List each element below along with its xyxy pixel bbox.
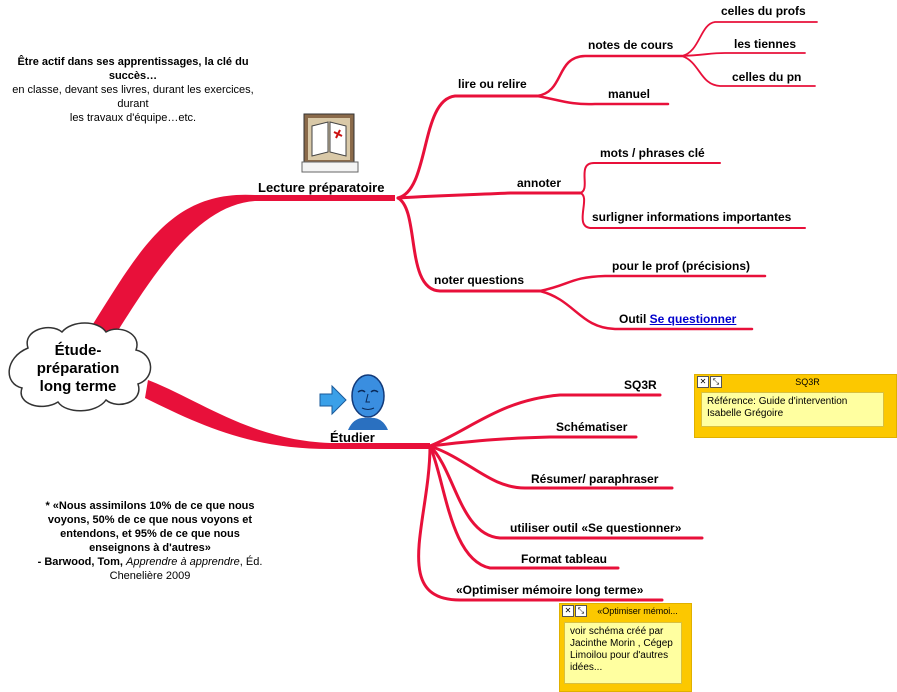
- trunk-etudier: [145, 380, 430, 449]
- central-line-2: préparation: [36, 360, 120, 377]
- open-book-icon: [300, 112, 360, 174]
- central-topic-text: Étude- préparation long terme: [2, 342, 154, 396]
- annoter-label[interactable]: annoter: [517, 176, 562, 190]
- central-line-3: long terme: [39, 378, 117, 395]
- link-noter: [396, 196, 542, 293]
- link-manuel: [535, 94, 670, 106]
- etudier-child-3[interactable]: Résumer/ paraphraser: [531, 472, 659, 486]
- student-head-icon: [318, 372, 390, 430]
- intro-line-2: en classe, devant ses livres, durant les…: [12, 84, 254, 110]
- note-sq3r[interactable]: ✕ ⤡ SQ3R Référence: Guide d'intervention…: [694, 374, 897, 438]
- link-outil-se-questionner: [428, 444, 704, 540]
- note-sq3r-title: SQ3R: [795, 377, 820, 387]
- manuel-label[interactable]: manuel: [608, 87, 651, 101]
- resize-icon[interactable]: ⤡: [710, 376, 722, 388]
- close-icon[interactable]: ✕: [562, 605, 574, 617]
- etudier-child-6[interactable]: «Optimiser mémoire long terme»: [456, 583, 644, 597]
- link-annoter: [396, 191, 582, 200]
- note-sq3r-titlebar: ✕ ⤡ SQ3R: [695, 375, 896, 389]
- note-optimiser-body: voir schéma créé par Jacinthe Morin , Cé…: [564, 622, 682, 684]
- note-optimiser-line-4: idées...: [570, 662, 603, 673]
- central-line-1: Étude-: [54, 342, 102, 359]
- lire-label[interactable]: lire ou relire: [458, 77, 527, 91]
- trunk-lecture: [88, 194, 395, 340]
- note-sq3r-line-2: Isabelle Grégoire: [707, 408, 784, 419]
- note-optimiser-line-2: Jacinthe Morin , Cégep: [570, 638, 673, 649]
- note-sq3r-line-1: Référence: Guide d'intervention: [707, 396, 848, 407]
- link-celles-pn: [681, 55, 816, 87]
- etudier-label[interactable]: Étudier: [330, 430, 375, 445]
- outil-label[interactable]: Outil Se questionner: [619, 312, 736, 326]
- link-resumer: [428, 444, 674, 490]
- quote-publisher: , Éd. Chenelière 2009: [109, 556, 263, 582]
- quote-text: * «Nous assimilons 10% de ce que nous vo…: [45, 500, 255, 554]
- se-questionner-link[interactable]: Se questionner: [649, 312, 737, 326]
- link-schematiser: [428, 435, 638, 448]
- resize-icon[interactable]: ⤡: [575, 605, 587, 617]
- annoter-child-2[interactable]: surligner informations importantes: [592, 210, 792, 224]
- note-optimiser-titlebar: ✕ ⤡ «Optimiser mémoi...: [560, 604, 691, 618]
- link-mots: [579, 161, 721, 194]
- link-optimiser: [417, 444, 664, 602]
- outil-prefix: Outil: [619, 312, 650, 326]
- intro-text: Être actif dans ses apprentissages, la c…: [8, 55, 258, 125]
- link-format-tableau: [428, 444, 620, 570]
- etudier-child-4[interactable]: utiliser outil «Se questionner»: [510, 521, 682, 535]
- notes-label[interactable]: notes de cours: [588, 38, 674, 52]
- etudier-child-2[interactable]: Schématiser: [556, 420, 628, 434]
- link-prof: [538, 274, 767, 293]
- noter-label[interactable]: noter questions: [434, 273, 525, 287]
- cloud-shape: [8, 322, 152, 412]
- etudier-child-1[interactable]: SQ3R: [624, 378, 657, 392]
- intro-line-3: les travaux d'équipe…etc.: [69, 112, 197, 124]
- quote-block: * «Nous assimilons 10% de ce que nous vo…: [30, 499, 270, 583]
- note-child-3[interactable]: celles du pn: [732, 70, 802, 84]
- link-lire: [396, 94, 539, 200]
- close-icon[interactable]: ✕: [697, 376, 709, 388]
- link-sq3r: [428, 393, 662, 448]
- note-child-2[interactable]: les tiennes: [734, 37, 797, 51]
- note-sq3r-body: Référence: Guide d'intervention Isabelle…: [701, 392, 884, 427]
- note-optimiser-line-1: voir schéma créé par: [570, 626, 664, 637]
- lecture-label[interactable]: Lecture préparatoire: [258, 180, 385, 195]
- etudier-child-5[interactable]: Format tableau: [521, 552, 608, 566]
- note-optimiser-line-3: Limoilou pour d'autres: [570, 650, 669, 661]
- note-child-1[interactable]: celles du profs: [721, 4, 806, 18]
- intro-heading: Être actif dans ses apprentissages, la c…: [17, 56, 249, 82]
- link-surligner: [579, 192, 806, 229]
- annoter-child-1[interactable]: mots / phrases clé: [600, 146, 705, 160]
- note-optimiser-title: «Optimiser mémoi...: [597, 606, 678, 616]
- link-outil: [538, 289, 754, 331]
- link-celles-profs: [681, 21, 818, 57]
- quote-book: Apprendre à apprendre: [126, 556, 240, 568]
- link-notes: [535, 54, 684, 98]
- noter-prof-label[interactable]: pour le prof (précisions): [612, 259, 751, 273]
- quote-dash: - Barwood, Tom,: [37, 556, 127, 568]
- link-les-tiennes: [681, 52, 806, 57]
- central-topic[interactable]: Étude- préparation long terme: [2, 318, 154, 414]
- note-optimiser[interactable]: ✕ ⤡ «Optimiser mémoi... voir schéma créé…: [559, 603, 692, 692]
